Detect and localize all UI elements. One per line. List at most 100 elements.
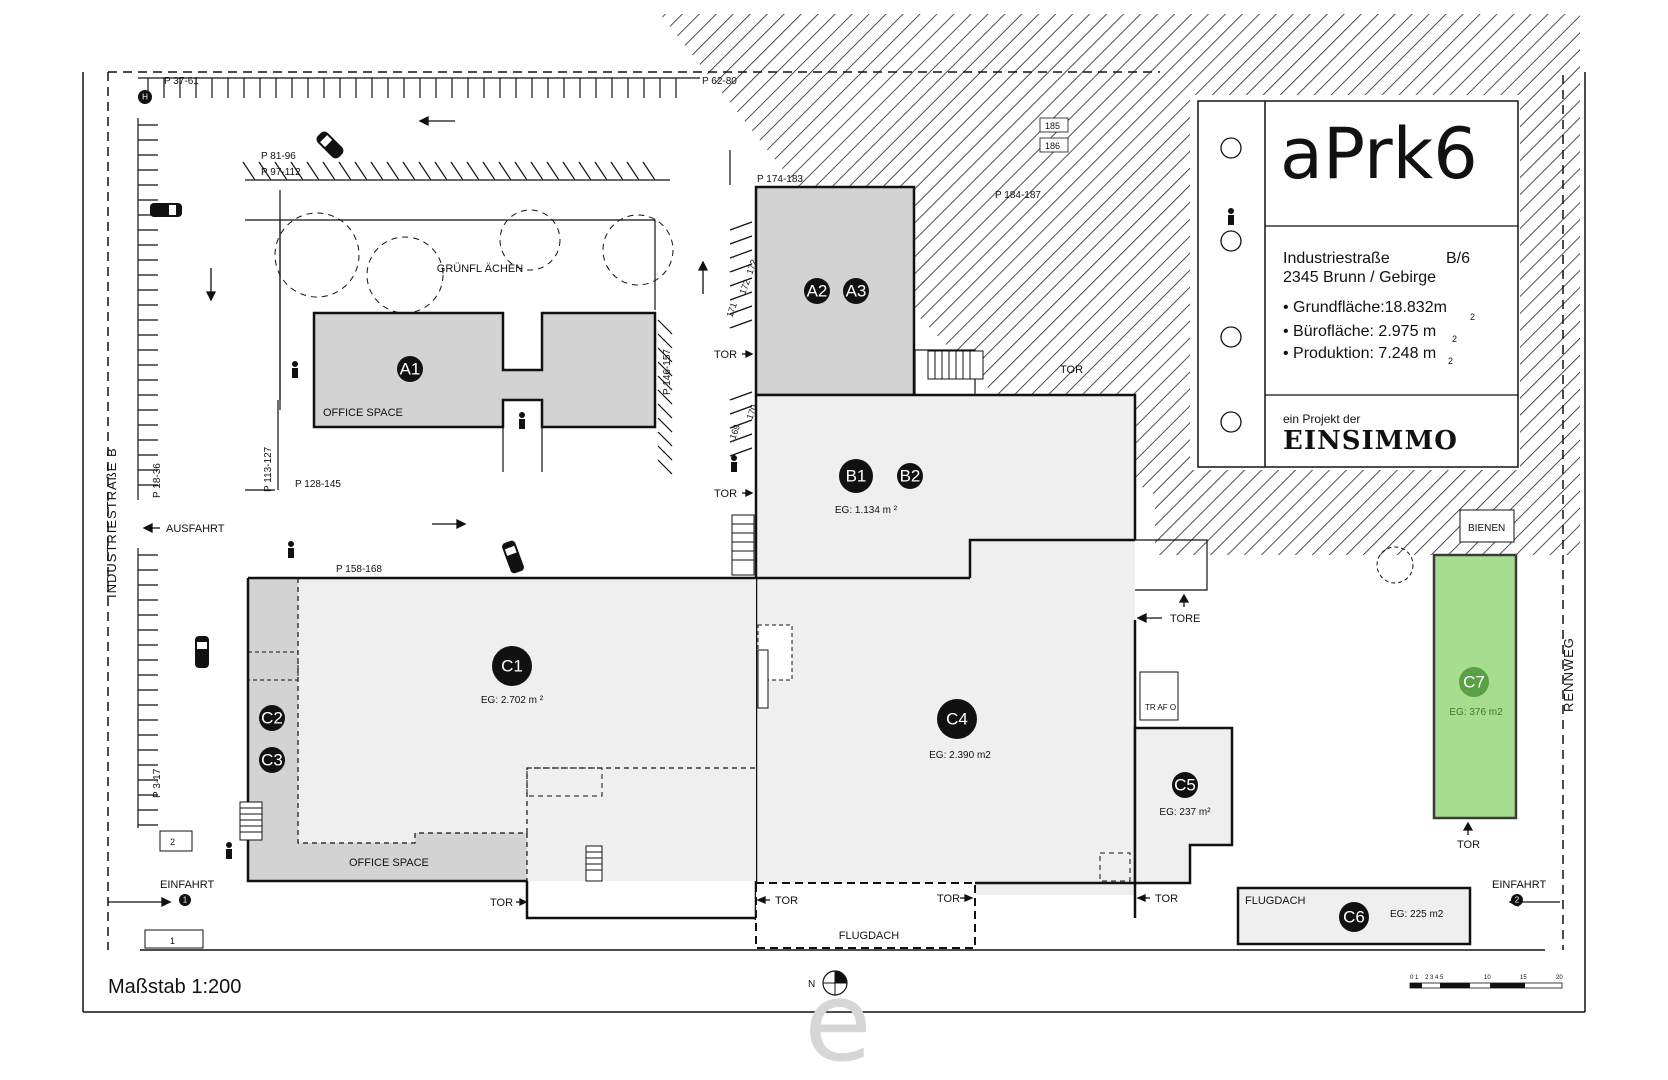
tor-label: TOR xyxy=(775,895,798,907)
project-title: aPrk6 xyxy=(1280,113,1478,195)
stat-sup-1: 2 xyxy=(1470,312,1475,322)
gate-labels: TOR TOR TOR TORE TOR TOR TOR TOR TOR xyxy=(490,349,1480,909)
stat-grundflaeche: • Grundfläche:18.832m xyxy=(1283,299,1447,316)
spot-number: 2 xyxy=(170,837,175,847)
parking-label: P 81-96 xyxy=(261,151,296,162)
building-b1-c4: TR AF O xyxy=(754,393,1208,920)
gruenflaechen-label: GRÜNFL ÄCHEN xyxy=(437,263,523,275)
unit-badge-c3: C3 xyxy=(259,747,285,773)
trafo-label: TR AF O xyxy=(1145,703,1176,712)
car-icon xyxy=(150,203,182,217)
person-icon xyxy=(226,842,232,859)
person-icon xyxy=(288,541,294,558)
stat-sup-3: 2 xyxy=(1448,356,1453,366)
unit-area: EG: 225 m2 xyxy=(1390,909,1444,920)
site-frame xyxy=(82,71,1586,1013)
person-icon xyxy=(731,455,737,472)
building-a2-a3 xyxy=(754,185,984,397)
gruenflaechen-area: GRÜNFL ÄCHEN xyxy=(245,209,674,410)
ausfahrt-label: AUSFAHRT xyxy=(166,523,225,535)
parking-label: P 97-112 xyxy=(261,167,301,178)
car-icons xyxy=(150,131,524,668)
stat-buerflaeche: • Bürofläche: 2.975 m xyxy=(1283,323,1436,340)
unit-badge-b2: B2 xyxy=(897,463,923,489)
unit-badge-a2: A2 xyxy=(804,278,830,304)
unit-badge-c2: C2 xyxy=(259,705,285,731)
spot-number: 185 xyxy=(1045,121,1060,131)
tor-label: TOR xyxy=(1457,839,1480,851)
a1-office-label: OFFICE SPACE xyxy=(323,407,403,419)
car-icon xyxy=(316,131,344,159)
person-icons xyxy=(226,361,737,859)
unit-id: C4 xyxy=(946,710,968,729)
flugdach-c6-label: FLUGDACH xyxy=(1245,895,1306,907)
parking-label: P 113-127 xyxy=(263,446,274,492)
unit-id: C7 xyxy=(1463,673,1485,692)
street-right-label: RENNWEG xyxy=(1561,637,1576,712)
unit-id: C5 xyxy=(1174,776,1196,795)
spot-number: 1 xyxy=(170,936,175,946)
unit-badge-a1: A1 xyxy=(397,356,423,382)
spot-numbers: 185 186 172 171 170 169 172 2 1 xyxy=(144,117,1069,949)
address-number: B/6 xyxy=(1446,250,1470,267)
building-c7: BIENEN xyxy=(1376,509,1518,820)
entrance-1-marker: 1 xyxy=(179,894,191,906)
svg-text:1: 1 xyxy=(183,896,188,905)
tor-label: TOR xyxy=(1060,364,1083,376)
unit-badge-a3: A3 xyxy=(843,278,869,304)
parking-label: P 184-187 xyxy=(995,190,1041,201)
person-icon xyxy=(1228,208,1234,225)
parking-label: P 158-168 xyxy=(336,564,382,575)
car-icon xyxy=(195,636,209,668)
tore-label: TORE xyxy=(1170,613,1200,625)
building-a1: OFFICE SPACE xyxy=(312,311,657,472)
unit-area: EG: 2.702 m ² xyxy=(481,695,544,706)
spot-number: 170 xyxy=(744,403,759,421)
address-city: 2345 Brunn / Gebirge xyxy=(1283,269,1436,286)
parking-label: P 146-157 xyxy=(662,349,673,395)
address-street: Industriestraße xyxy=(1283,250,1390,267)
unit-area: EG: 376 m2 xyxy=(1449,707,1503,718)
svg-text:2: 2 xyxy=(1515,896,1520,905)
einfahrt-2-label: EINFAHRT xyxy=(1492,879,1546,891)
einfahrt-1-label: EINFAHRT xyxy=(160,879,214,891)
unit-id: A3 xyxy=(846,282,867,301)
stairs-c1 xyxy=(239,514,793,882)
building-c5 xyxy=(1133,726,1234,885)
unit-id: B2 xyxy=(900,467,921,486)
marker-h: H xyxy=(138,90,152,104)
parking-label: P 37-61 xyxy=(164,76,199,87)
flugdach-center-label: FLUGDACH xyxy=(839,930,900,942)
parking-labels: P 37-61 P 62-80 P 81-96 P 97-112 P 174-1… xyxy=(152,76,1041,798)
spot-number: 169 xyxy=(727,423,742,441)
scale-tick: 15 xyxy=(1520,975,1527,981)
entrance-2-marker: 2 xyxy=(1511,894,1523,906)
unit-id: C2 xyxy=(261,709,283,728)
north-label: N xyxy=(808,979,815,990)
spot-number: 171 xyxy=(724,301,739,319)
unit-id: A1 xyxy=(400,360,421,379)
person-icon xyxy=(519,412,525,429)
person-icon xyxy=(292,361,298,378)
spot-number: 186 xyxy=(1045,141,1060,151)
spot-number: 172 xyxy=(744,258,759,276)
tor-label: TOR xyxy=(1155,893,1178,905)
scale-label: Maßstab 1:200 xyxy=(108,976,241,998)
scale-tick: 2 3 4 5 xyxy=(1425,975,1444,981)
parking-label: P 128-145 xyxy=(295,479,341,490)
parking-label: P 18-36 xyxy=(152,463,163,498)
street-left-label: INDUSTRIESTRAßE B xyxy=(104,447,119,598)
scale-tick: 0 1 xyxy=(1410,975,1419,981)
scale-bar: 0 1 2 3 4 5 10 15 20 xyxy=(1409,975,1563,989)
developer-prefix: ein Projekt der xyxy=(1283,412,1360,426)
scale-tick: 10 xyxy=(1484,975,1491,981)
bienen-label: BIENEN xyxy=(1468,523,1505,534)
stat-produktion: • Produktion: 7.248 m xyxy=(1283,345,1436,362)
tor-label: TOR xyxy=(490,897,513,909)
